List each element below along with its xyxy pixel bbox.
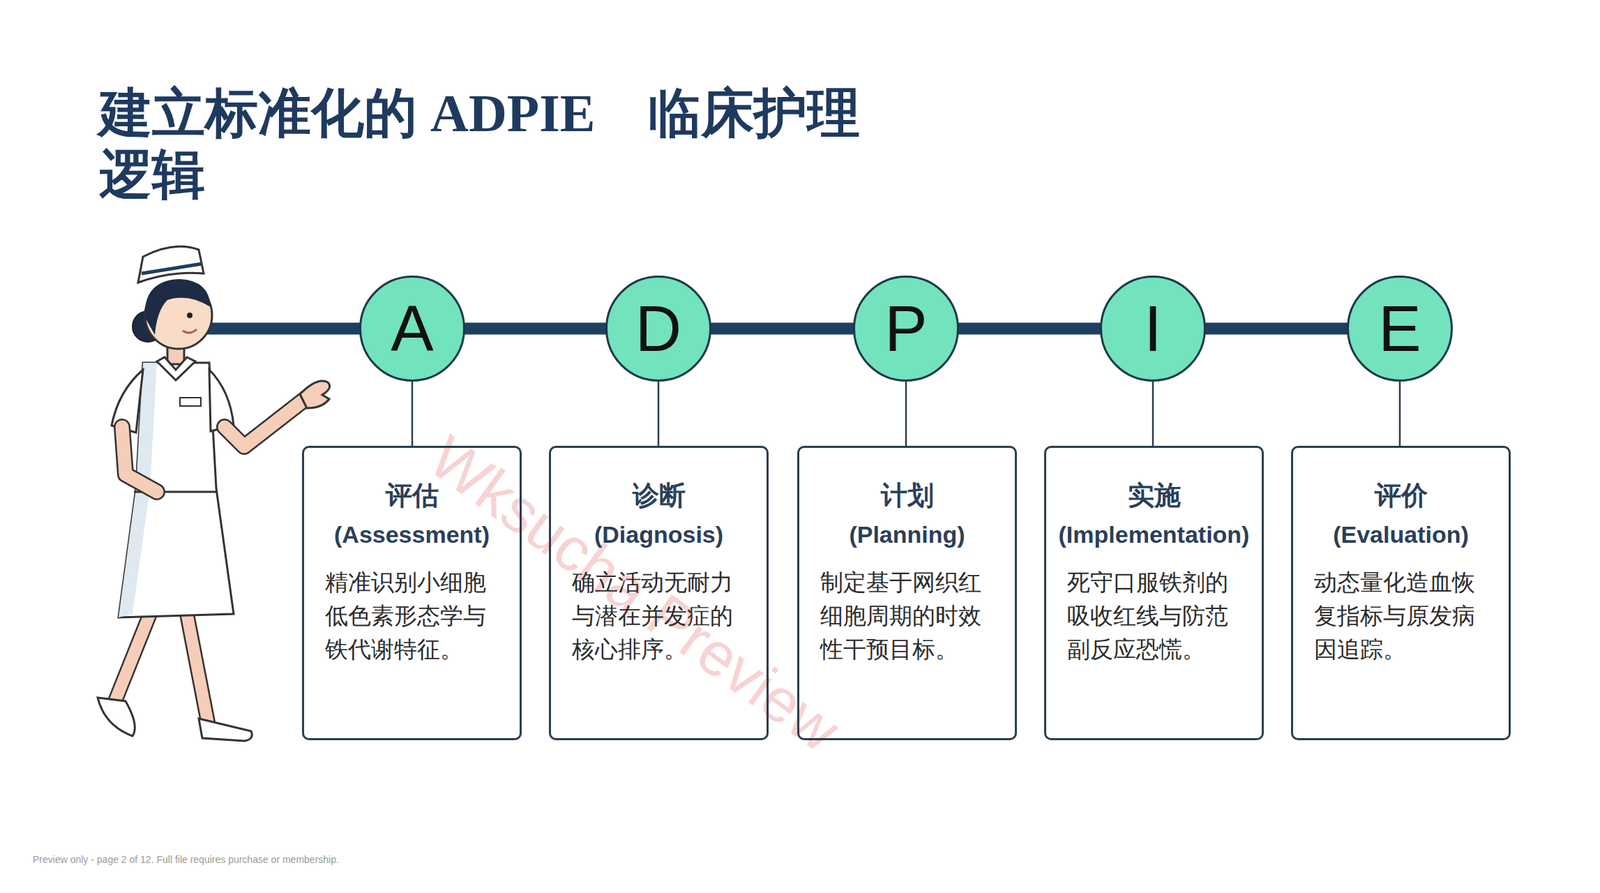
slide-title: 建立标准化的 ADPIE 临床护理 逻辑	[99, 82, 923, 206]
connector	[1152, 380, 1155, 447]
step-letter: I	[1143, 296, 1162, 361]
step-box: 计划(Planning) 制定基于网织红细胞周期的时效性干预目标。	[797, 445, 1017, 741]
step-english: (Implementation)	[1051, 515, 1257, 554]
nurse-leg	[186, 613, 208, 722]
step-circle: P	[853, 275, 960, 382]
nurse-leg	[115, 613, 150, 701]
step-heading: 实施	[1120, 475, 1188, 516]
step-heading: 评估	[378, 475, 446, 516]
step-circle: A	[359, 275, 466, 382]
nurse-arm	[224, 397, 307, 447]
step-description: 死守口服铁剂的吸收红线与防范副反应恐慌。	[1046, 565, 1262, 667]
nurse-hand	[299, 380, 330, 409]
step-circle: I	[1099, 275, 1206, 382]
step-letter: D	[635, 296, 682, 361]
name-badge	[179, 397, 201, 406]
nurse-arm	[224, 397, 307, 447]
connector	[657, 380, 660, 447]
connector	[710, 322, 855, 335]
connector	[957, 322, 1102, 335]
connector	[411, 380, 414, 447]
footer-note: Preview only - page 2 of 12. Full file r…	[32, 853, 339, 865]
step-english: (Assessment)	[327, 515, 497, 554]
nurse-arm	[122, 426, 157, 492]
nurse-leg	[186, 613, 208, 722]
nurse-leg	[115, 613, 150, 701]
step-description: 精准识别小细胞低色素形态学与铁代谢特征。	[304, 565, 520, 667]
step-english: (Planning)	[841, 515, 972, 554]
connector	[1204, 322, 1349, 335]
step-heading: 评价	[1367, 475, 1435, 516]
step-description: 动态量化造血恢复指标与原发病因追踪。	[1293, 565, 1509, 667]
nurse-arm	[122, 426, 157, 492]
step-description: 确立活动无耐力与潜在并发症的核心排序。	[551, 565, 767, 667]
nurse-cap-band	[141, 263, 203, 274]
connector	[905, 380, 908, 447]
connector	[1399, 380, 1402, 447]
step-circle: E	[1346, 275, 1453, 382]
step-box: 诊断(Diagnosis) 确立活动无耐力与潜在并发症的核心排序。	[548, 445, 769, 741]
nurse-cap	[138, 246, 204, 283]
nurse-mouth	[182, 329, 197, 333]
lead-bar	[198, 322, 363, 335]
nurse-shoe	[97, 697, 135, 736]
step-box: 评价(Evaluation) 动态量化造血恢复指标与原发病因追踪。	[1291, 445, 1511, 741]
nurse-eye	[186, 312, 193, 319]
step-circle: D	[605, 275, 712, 382]
step-letter: E	[1378, 296, 1421, 361]
step-english: (Evaluation)	[1325, 515, 1476, 554]
nurse-collar	[156, 357, 196, 381]
nurse-hair	[145, 278, 211, 335]
step-heading: 诊断	[625, 475, 693, 516]
connector	[463, 322, 607, 335]
step-letter: P	[884, 296, 927, 361]
step-box: 实施(Implementation) 死守口服铁剂的吸收红线与防范副反应恐慌。	[1044, 445, 1264, 741]
nurse-shoe	[198, 718, 252, 741]
step-heading: 计划	[873, 475, 941, 516]
step-english: (Diagnosis)	[587, 515, 731, 554]
step-description: 制定基于网织红细胞周期的时效性干预目标。	[799, 565, 1015, 667]
step-box: 评估(Assessment) 精准识别小细胞低色素形态学与铁代谢特征。	[302, 445, 522, 741]
step-letter: A	[390, 296, 434, 361]
